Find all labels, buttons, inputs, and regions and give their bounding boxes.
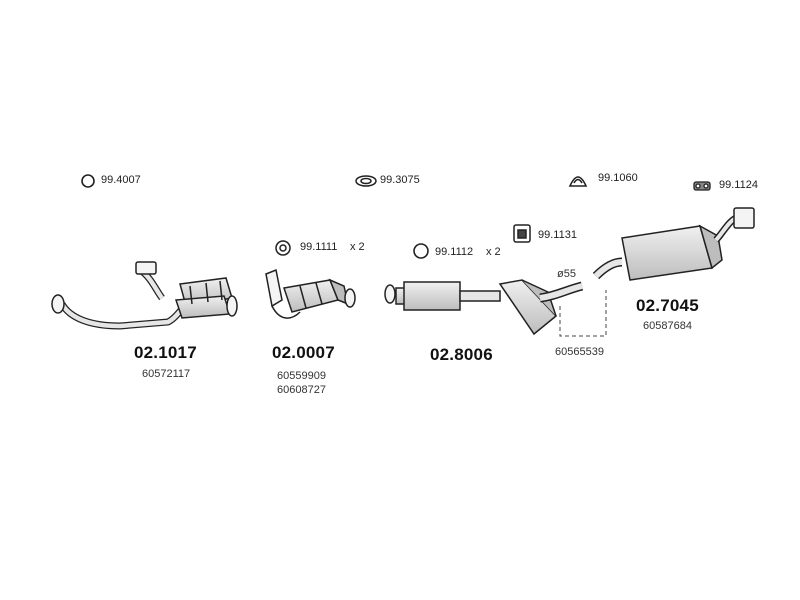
diameter-annotation: ø55 — [557, 268, 576, 280]
part-ref-99-1124: 99.1124 — [719, 179, 758, 191]
part-code-02-0007: 02.0007 — [272, 343, 335, 362]
part-code-02-1017: 02.1017 — [134, 343, 197, 362]
oe-number: 60572117 — [142, 368, 191, 380]
front-pipe-icon — [51, 261, 238, 330]
connection-guide — [559, 290, 607, 337]
part-ref-99-1111: 99.1111 — [300, 241, 338, 253]
catalytic-converter-icon — [265, 268, 356, 319]
oe-number: 60587684 — [643, 320, 692, 332]
center-silencer-icon — [384, 279, 584, 336]
part-ref-99-1060: 99.1060 — [598, 172, 638, 184]
seal-ring-icon — [413, 243, 429, 259]
part-code-02-7045: 02.7045 — [636, 296, 699, 315]
oe-number: 60565539 — [555, 346, 604, 358]
oe-number: 60559909 — [277, 370, 326, 382]
part-ref-99-4007: 99.4007 — [101, 174, 141, 186]
part-code-02-8006: 02.8006 — [430, 345, 493, 364]
part-ref-99-1112: 99.1112 — [435, 246, 474, 258]
flat-gasket-icon — [355, 175, 377, 187]
ring-gasket-icon — [81, 174, 95, 188]
oe-number: 60608727 — [277, 384, 326, 396]
clamp-icon — [568, 176, 588, 187]
rear-silencer-icon — [592, 207, 755, 281]
part-ref-99-1131: 99.1131 — [538, 229, 577, 241]
part-ref-99-3075: 99.3075 — [380, 174, 420, 186]
part-qty-99-1112: x 2 — [486, 246, 501, 258]
rubber-hanger-icon — [693, 181, 711, 191]
mounting-bracket-icon — [513, 224, 531, 243]
part-qty-99-1111: x 2 — [350, 241, 365, 253]
bolt-ring-icon — [275, 240, 291, 256]
